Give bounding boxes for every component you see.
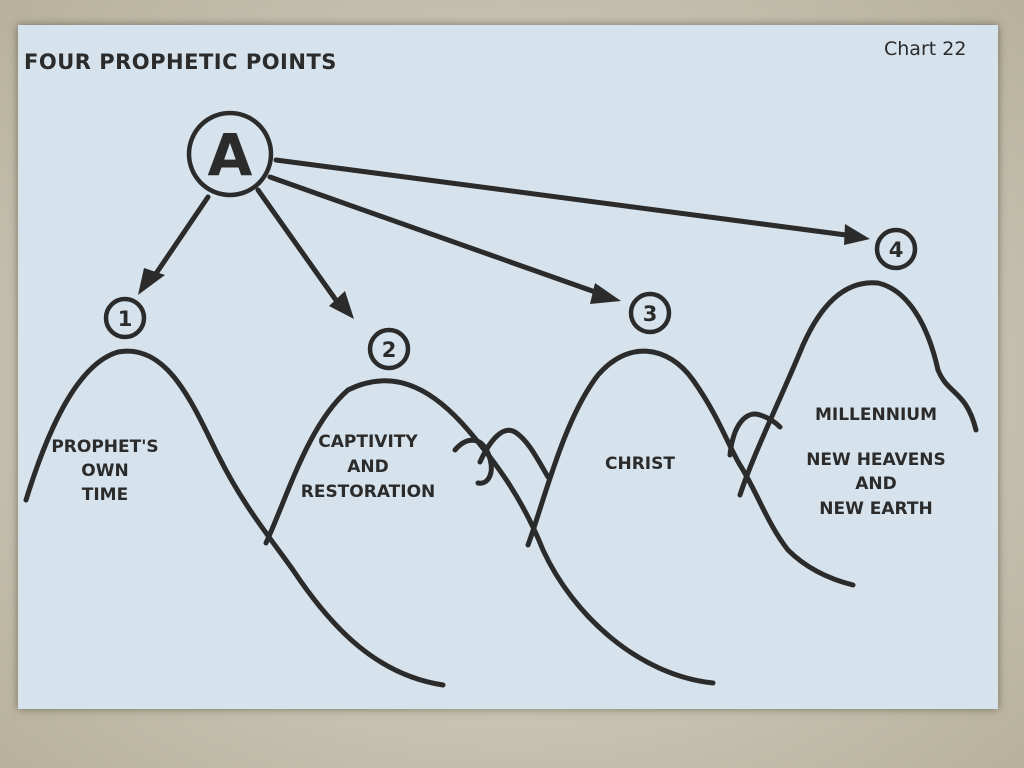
source-circle [186,110,274,198]
point-4-label-line: MILLENNIUM [815,405,937,425]
point-1-label-line: PROPHET'S [51,437,158,457]
arrow-head-1 [138,268,165,295]
point-2-number: 2 [382,338,397,362]
arrow-head-2 [329,291,354,319]
point-3-circle [628,291,672,335]
point-2-label-line: CAPTIVITY [318,432,418,452]
point-4-label-line: NEW HEAVENS [806,450,946,470]
point-4-number: 4 [889,238,904,262]
point-3-number: 3 [643,302,658,326]
point-1-label-line: OWN [81,461,128,481]
arrow-head-3 [590,283,621,304]
point-1-label-line: TIME [82,485,128,505]
small-hill-3 [727,411,783,458]
point-2-circle [367,327,411,371]
point-2-label-line: AND [347,457,389,477]
point-4-label: MILLENNIUM NEW HEAVENS AND NEW EARTH [806,405,946,519]
point-3-label: CHRIST [605,454,675,474]
point-2-label: CAPTIVITY AND RESTORATION [301,432,436,502]
point-1-number: 1 [118,307,133,331]
point-1-circle [103,296,147,340]
point-3-label-line: CHRIST [605,454,675,474]
arrow-to-2 [255,187,341,306]
point-4-circle [874,227,918,271]
point-2-label-line: RESTORATION [301,482,436,502]
point-4-label-line: AND [855,474,897,494]
arrow-to-1 [150,194,211,281]
arrow-to-4 [273,157,849,238]
point-1-label: PROPHET'S OWN TIME [51,437,158,505]
mountain-3 [525,348,856,588]
chart-number: Chart 22 [884,38,966,60]
source-label: A [208,121,253,189]
mountain-1 [23,348,446,688]
chart-title: FOUR PROPHETIC POINTS [24,50,337,74]
small-hill-2a [452,437,494,486]
arrow-to-3 [267,174,601,296]
point-4-label-line: NEW EARTH [819,499,932,519]
mountain-4 [737,280,979,498]
small-hill-2b [477,427,551,480]
chart-slide: FOUR PROPHETIC POINTS Chart 22 A 1 2 3 4… [18,25,998,709]
arrow-head-4 [844,224,870,245]
mountain-2 [263,378,716,686]
prophetic-diagram: FOUR PROPHETIC POINTS Chart 22 A 1 2 3 4… [23,38,979,688]
